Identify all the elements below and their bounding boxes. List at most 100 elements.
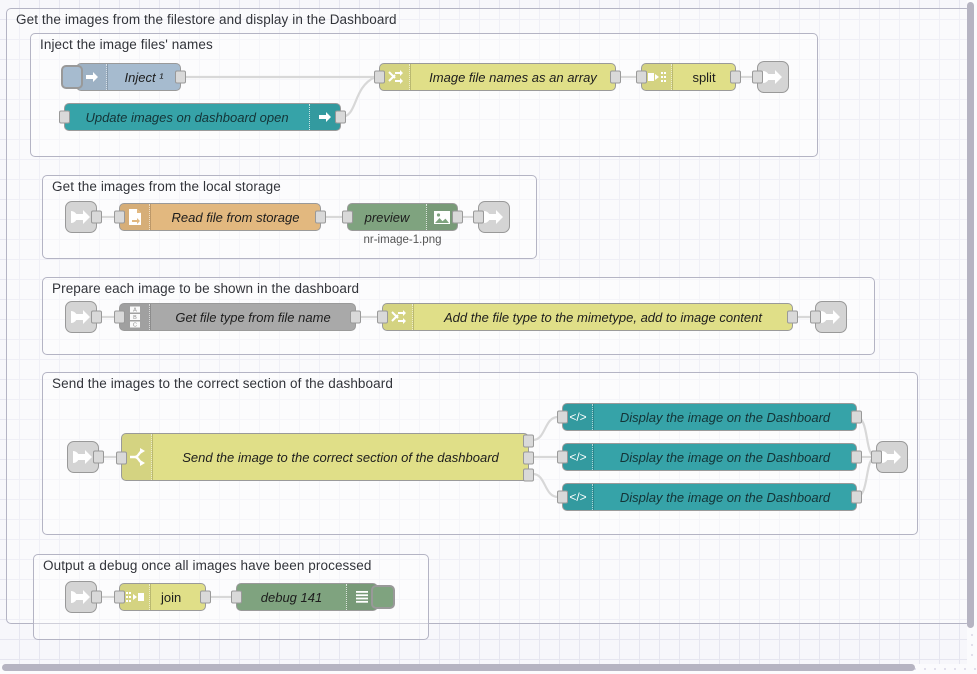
node-preview-label: preview bbox=[364, 209, 410, 225]
link-out-node-4-input-port[interactable] bbox=[871, 450, 882, 464]
group-inject[interactable]: Inject the image files' names bbox=[30, 33, 818, 157]
image-icon bbox=[426, 204, 457, 230]
svg-text:</>: </> bbox=[569, 490, 586, 504]
code-tag-icon: </> bbox=[563, 404, 594, 430]
node-send-image[interactable]: Send the image to the correct section of… bbox=[116, 433, 534, 482]
link-out-node-4[interactable] bbox=[871, 441, 908, 473]
code-tag-icon: </> bbox=[563, 444, 594, 470]
node-update-images-input-port[interactable] bbox=[59, 110, 70, 124]
debug-toggle-button[interactable] bbox=[371, 585, 395, 609]
node-display-1[interactable]: </> Display the image on the Dashboard bbox=[557, 403, 862, 431]
link-out-node-3-input-port[interactable] bbox=[810, 310, 821, 324]
node-get-file-type-output-port[interactable] bbox=[350, 310, 361, 324]
link-out-node-1-input-port[interactable] bbox=[752, 70, 763, 84]
node-join-output-port[interactable] bbox=[200, 590, 211, 604]
node-get-file-type-input-port[interactable] bbox=[114, 310, 125, 324]
group-outer-label: Get the images from the filestore and di… bbox=[16, 12, 397, 27]
link-in-node-4[interactable] bbox=[67, 441, 104, 473]
node-add-file-type-input-port[interactable] bbox=[377, 310, 388, 324]
node-read-file[interactable]: Read file from storage bbox=[114, 203, 326, 231]
node-join[interactable]: join bbox=[114, 583, 211, 611]
group-storage-label: Get the images from the local storage bbox=[52, 179, 281, 194]
node-split-label: split bbox=[692, 69, 716, 85]
node-preview[interactable]: preview bbox=[342, 203, 463, 231]
switch-icon bbox=[122, 434, 153, 480]
node-display-2[interactable]: </> Display the image on the Dashboard bbox=[557, 443, 862, 471]
link-out-arrow-icon bbox=[309, 104, 340, 130]
node-display-3-input-port[interactable] bbox=[557, 490, 568, 504]
node-display-1-label: Display the image on the Dashboard bbox=[619, 409, 831, 425]
group-debug-label: Output a debug once all images have been… bbox=[43, 558, 372, 573]
node-read-file-output-port[interactable] bbox=[315, 210, 326, 224]
split-icon bbox=[642, 64, 673, 90]
link-out-node-2[interactable] bbox=[473, 201, 510, 233]
node-split[interactable]: split bbox=[636, 63, 741, 91]
group-prepare-label: Prepare each image to be shown in the da… bbox=[52, 281, 360, 296]
node-read-file-input-port[interactable] bbox=[114, 210, 125, 224]
node-send-image-output-port-3[interactable] bbox=[523, 468, 534, 482]
node-image-file-names-label: Image file names as an array bbox=[429, 69, 597, 85]
node-get-file-type-label: Get file type from file name bbox=[175, 309, 331, 325]
svg-text:B: B bbox=[133, 315, 137, 321]
node-display-1-input-port[interactable] bbox=[557, 410, 568, 424]
node-debug-141-input-port[interactable] bbox=[231, 590, 242, 604]
node-send-image-output-port-2[interactable] bbox=[523, 451, 534, 465]
node-display-3-output-port[interactable] bbox=[851, 490, 862, 504]
svg-text:</>: </> bbox=[569, 450, 586, 464]
node-get-file-type[interactable]: A B C Get file type from file name bbox=[114, 303, 361, 331]
link-in-node-4-output-port[interactable] bbox=[93, 450, 104, 464]
horizontal-scrollbar[interactable] bbox=[2, 664, 915, 671]
link-out-node-1[interactable] bbox=[752, 61, 789, 93]
node-image-file-names[interactable]: Image file names as an array bbox=[374, 63, 621, 91]
node-send-image-output-port-1[interactable] bbox=[523, 434, 534, 448]
link-in-node-2-output-port[interactable] bbox=[91, 210, 102, 224]
link-out-node-3[interactable] bbox=[810, 301, 847, 333]
link-in-node-3[interactable] bbox=[65, 301, 102, 333]
join-icon bbox=[120, 584, 151, 610]
node-display-2-label: Display the image on the Dashboard bbox=[619, 449, 831, 465]
node-send-image-input-port[interactable] bbox=[116, 451, 127, 465]
node-add-file-type-label: Add the file type to the mimetype, add t… bbox=[444, 309, 762, 325]
template-abc-icon: A B C bbox=[120, 304, 151, 330]
node-display-2-input-port[interactable] bbox=[557, 450, 568, 464]
node-display-2-output-port[interactable] bbox=[851, 450, 862, 464]
vertical-scrollbar[interactable] bbox=[967, 2, 974, 628]
node-update-images[interactable]: Update images on dashboard open bbox=[59, 103, 346, 131]
node-inject-output-port[interactable] bbox=[175, 70, 186, 84]
link-in-node-5-output-port[interactable] bbox=[91, 590, 102, 604]
node-display-3[interactable]: </> Display the image on the Dashboard bbox=[557, 483, 862, 511]
node-inject-label: Inject ¹ bbox=[124, 69, 164, 85]
node-read-file-label: Read file from storage bbox=[171, 209, 300, 225]
node-debug-141[interactable]: debug 141 bbox=[231, 583, 395, 611]
svg-text:A: A bbox=[133, 308, 137, 314]
node-preview-sublabel: nr-image-1.png bbox=[363, 234, 442, 246]
change-icon bbox=[380, 64, 411, 90]
node-inject[interactable]: Inject ¹ bbox=[61, 63, 186, 91]
node-update-images-label: Update images on dashboard open bbox=[85, 109, 289, 125]
node-image-file-names-input-port[interactable] bbox=[374, 70, 385, 84]
node-split-input-port[interactable] bbox=[636, 70, 647, 84]
node-join-label: join bbox=[161, 589, 182, 605]
node-send-image-label: Send the image to the correct section of… bbox=[182, 449, 499, 465]
node-preview-input-port[interactable] bbox=[342, 210, 353, 224]
link-in-node-3-output-port[interactable] bbox=[91, 310, 102, 324]
node-update-images-output-port[interactable] bbox=[335, 110, 346, 124]
node-add-file-type-output-port[interactable] bbox=[787, 310, 798, 324]
svg-text:C: C bbox=[133, 323, 137, 328]
node-display-1-output-port[interactable] bbox=[851, 410, 862, 424]
node-display-3-label: Display the image on the Dashboard bbox=[619, 489, 831, 505]
link-in-node-2[interactable] bbox=[65, 201, 102, 233]
code-tag-icon: </> bbox=[563, 484, 594, 510]
node-join-input-port[interactable] bbox=[114, 590, 125, 604]
group-inject-label: Inject the image files' names bbox=[40, 37, 213, 52]
inject-button[interactable] bbox=[61, 65, 83, 89]
node-preview-output-port[interactable] bbox=[452, 210, 463, 224]
svg-text:</>: </> bbox=[569, 410, 586, 424]
node-split-output-port[interactable] bbox=[730, 70, 741, 84]
node-add-file-type[interactable]: Add the file type to the mimetype, add t… bbox=[377, 303, 798, 331]
node-image-file-names-output-port[interactable] bbox=[610, 70, 621, 84]
change-icon bbox=[383, 304, 414, 330]
link-in-node-5[interactable] bbox=[65, 581, 102, 613]
link-out-node-2-input-port[interactable] bbox=[473, 210, 484, 224]
